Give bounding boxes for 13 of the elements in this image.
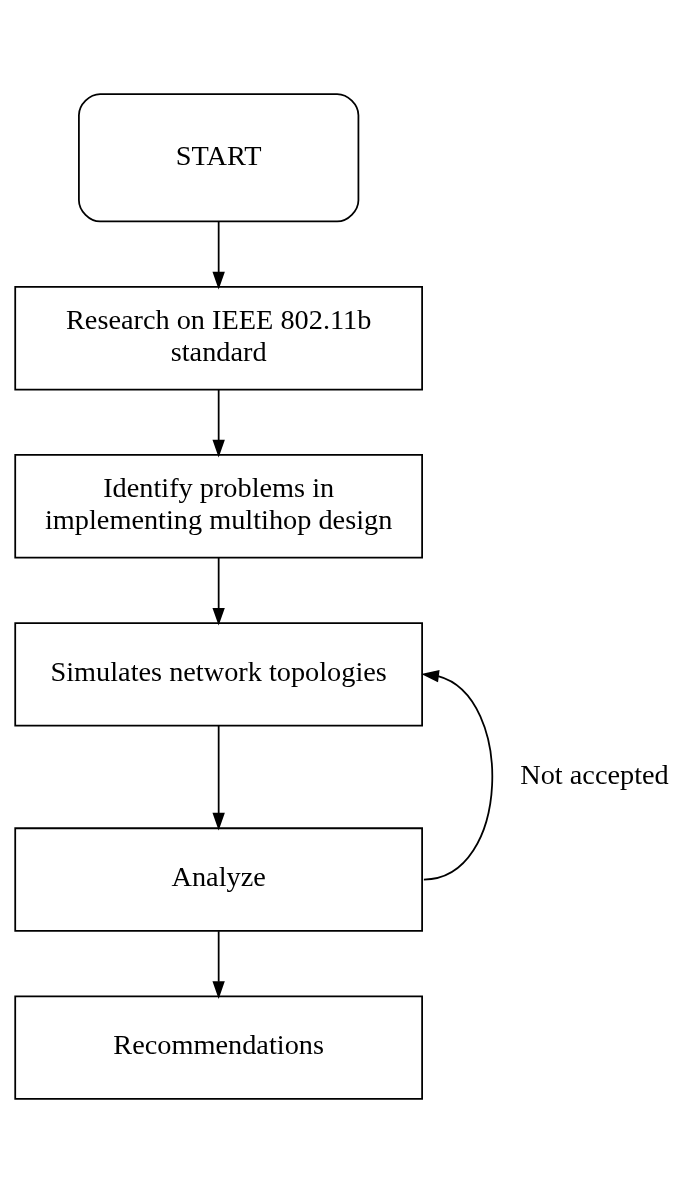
arrow [212, 930, 225, 999]
node-box: Recommendations [14, 995, 423, 1100]
arrow [212, 388, 225, 458]
edge-label: Not accepted [520, 758, 669, 790]
node-box: Simulates network topologies [14, 622, 423, 727]
arrow [212, 221, 225, 290]
arrow [421, 670, 493, 881]
node-box: START [78, 93, 360, 223]
arrow [212, 725, 225, 831]
node-box: Research on IEEE 802.11b standard [14, 286, 423, 391]
node-box: Analyze [14, 827, 423, 932]
node-box: Identify problems in implementing multihop design [14, 454, 423, 559]
arrow [212, 556, 225, 626]
